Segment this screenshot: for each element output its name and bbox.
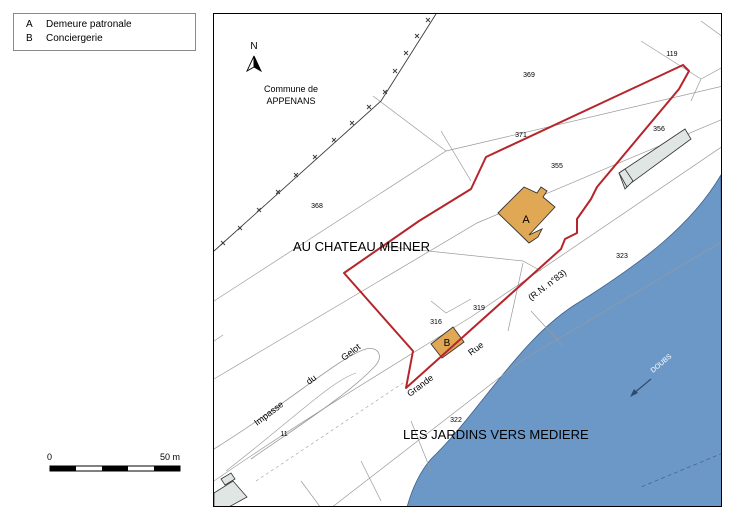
river-doubs: [406, 174, 721, 506]
building-b: [430, 326, 465, 359]
impasse-inner: [225, 372, 357, 472]
road-label-rue: Rue: [466, 340, 485, 358]
parcel-numbers: 119 369 371 356 355 368 323 319 316 322 …: [280, 51, 677, 438]
map-canvas: N Commune de APPENANS AU CHATEAU MEINER …: [214, 14, 721, 506]
impasse-outline: [214, 348, 380, 460]
parcel-lines: [214, 20, 721, 506]
building-a: [497, 186, 556, 244]
lieu-dit-chateau-meiner: AU CHATEAU MEINER: [293, 239, 430, 254]
annex-building-356-b: [618, 168, 634, 188]
annex-building-corner-b: [220, 472, 236, 486]
annex-building-corner: [214, 480, 248, 506]
legend: A Demeure patronale B Conciergerie: [13, 13, 196, 51]
north-arrow-icon: [245, 55, 263, 73]
lieu-dit-jardins-vers-mediere: LES JARDINS VERS MEDIERE: [403, 427, 589, 442]
parcel-119: 119: [666, 51, 677, 58]
commune-label-line2: APPENANS: [266, 96, 315, 106]
impasse-label-w2: du: [304, 373, 318, 387]
parcel-355: 355: [551, 163, 563, 170]
scale-end-label: 50 m: [160, 452, 181, 462]
parcel-11: 11: [280, 431, 287, 438]
impasse-label-w1: Impasse: [252, 399, 285, 427]
road-dashed: [255, 380, 407, 482]
legend-item-b: B Conciergerie: [26, 32, 195, 46]
cadastral-map: N Commune de APPENANS AU CHATEAU MEINER …: [213, 13, 722, 507]
commune-label-line1: Commune de: [264, 84, 318, 94]
scale-start-label: 0: [47, 452, 53, 462]
parcel-368: 368: [311, 203, 323, 210]
property-boundary: [343, 64, 690, 389]
scale-bar-graphic: [49, 465, 181, 472]
boundary-ticks: [220, 17, 431, 246]
legend-item-a: A Demeure patronale: [26, 18, 195, 32]
legend-label-a: Demeure patronale: [46, 19, 132, 30]
parcel-323: 323: [616, 253, 628, 260]
building-a-label: A: [522, 214, 530, 226]
legend-label-b: Conciergerie: [46, 33, 103, 44]
commune-boundary-line: [214, 14, 437, 252]
parcel-371: 371: [515, 132, 527, 139]
river-channel-line: [640, 453, 721, 488]
impasse-label-w3: Gelot: [339, 341, 363, 362]
building-b-label: B: [444, 338, 451, 349]
flow-arrow-icon: [630, 378, 652, 397]
parcel-316: 316: [430, 319, 442, 326]
north-label: N: [250, 41, 257, 52]
annex-building-356: [618, 128, 692, 190]
parcel-369: 369: [523, 72, 535, 79]
scale-bar: 0 50 m: [47, 452, 184, 476]
legend-key-a: A: [26, 19, 33, 30]
road-label-rn83: (R.N. n°83): [526, 267, 568, 302]
parcel-322: 322: [450, 417, 462, 424]
legend-key-b: B: [26, 33, 33, 44]
parcel-356: 356: [653, 126, 665, 133]
parcel-319: 319: [473, 305, 485, 312]
